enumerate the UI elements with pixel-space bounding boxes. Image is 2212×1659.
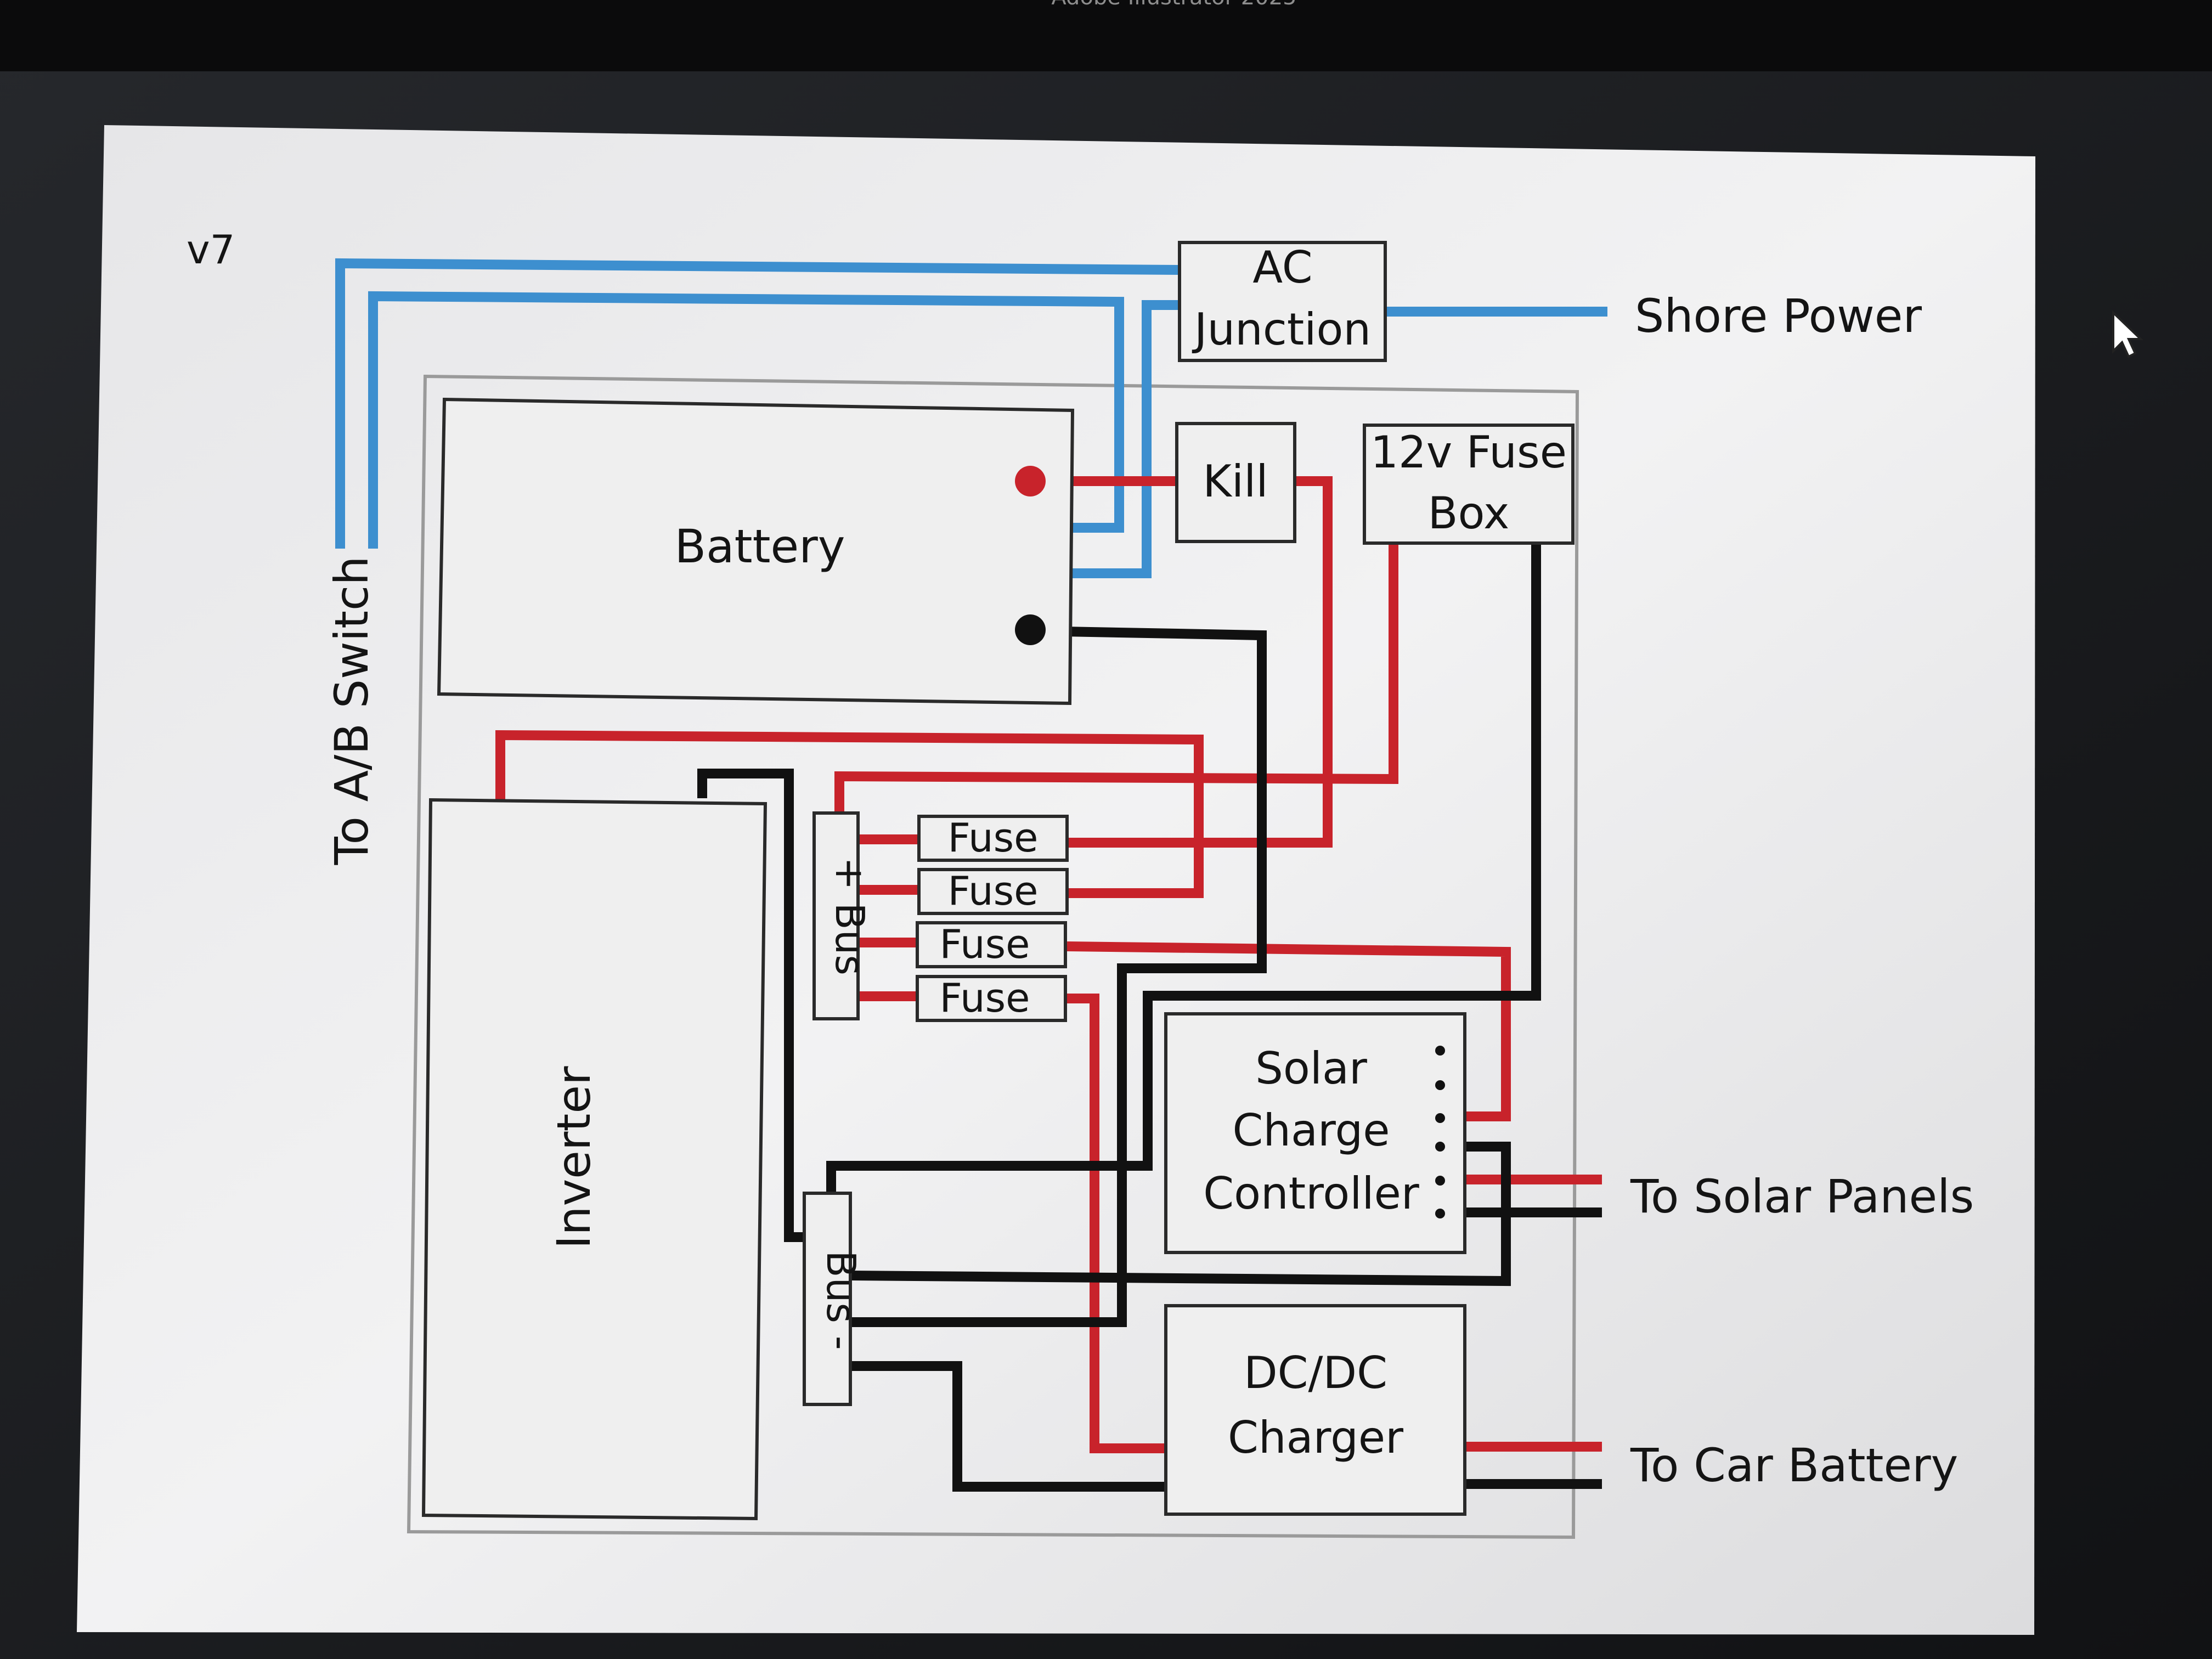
dcdc-charger-label-line1: DC/DC	[1244, 1347, 1387, 1398]
battery: Battery	[437, 397, 1075, 706]
fuse-box: 12v Fuse Box	[1363, 424, 1575, 545]
controller-terminal-dots	[1435, 1046, 1445, 1218]
mouse-cursor-icon	[2112, 310, 2143, 358]
fuse-box-label-line1: 12v Fuse	[1370, 427, 1567, 478]
battery-positive-terminal	[1015, 466, 1046, 496]
solar-controller-label-line3: Controller	[1203, 1168, 1419, 1219]
inverter-positive-wire	[495, 730, 1204, 898]
battery-negative-wire	[850, 626, 1267, 1327]
shore-power-label: Shore Power	[1635, 289, 1922, 343]
positive-bus-bar: + Bus	[812, 811, 873, 1020]
battery-negative-terminal	[1015, 614, 1046, 645]
solar-panels-label: To Solar Panels	[1630, 1170, 1974, 1223]
fuse-1-outline	[917, 815, 1069, 862]
battery-outline	[437, 397, 1075, 706]
negative-bus-outline	[803, 1192, 852, 1406]
car-battery-label: To Car Battery	[1630, 1438, 1958, 1492]
inverter-label: Inverter	[547, 1066, 601, 1249]
inverter-negative-wire	[697, 769, 812, 1242]
ac-wire-inner	[368, 291, 1124, 549]
app-title-bar	[0, 0, 2212, 71]
fuse-2: Fuse	[917, 868, 1069, 915]
cabinet-outline	[407, 374, 1579, 1539]
inverter: Inverter	[421, 798, 768, 1521]
ac-junction-box: AC Junction	[1178, 241, 1387, 362]
kill-switch-outline	[1175, 422, 1296, 543]
fuse-box-label-line2: Box	[1428, 488, 1510, 539]
ac-wire-outer	[335, 258, 1180, 549]
fuse-4-outline	[916, 975, 1067, 1022]
ac-junction-label-line1: AC	[1252, 242, 1312, 293]
dcdc-charger-label-line2: Charger	[1228, 1412, 1403, 1463]
fuse-box-outline	[1363, 424, 1575, 545]
fuse3-to-controller-wire	[1066, 941, 1511, 1121]
fuse-1-label: Fuse	[948, 815, 1039, 861]
fuse4-to-dcdc-wire	[1067, 994, 1166, 1453]
fusebox-positive-wire	[834, 543, 1398, 812]
dcdc-charger: DC/DC Charger	[1164, 1304, 1466, 1516]
fuse-2-outline	[917, 868, 1069, 915]
solar-controller-label-line2: Charge	[1232, 1105, 1390, 1156]
ac-junction-outline	[1178, 241, 1387, 362]
solar-controller-label-line1: Solar	[1255, 1043, 1367, 1094]
negative-bus-bar: Bus -	[803, 1192, 864, 1406]
dcdc-charger-outline	[1164, 1304, 1466, 1516]
solar-charge-controller: Solar Charge Controller	[1164, 1012, 1466, 1254]
battery-label: Battery	[675, 520, 845, 573]
fuse-2-label: Fuse	[948, 868, 1039, 914]
fusebox-negative-wire	[826, 543, 1541, 1196]
fuse-3-outline	[916, 921, 1067, 968]
positive-bus-label: + Bus	[827, 857, 873, 975]
fuse-1: Fuse	[917, 815, 1069, 862]
dcdc-negative-wire	[850, 1361, 1166, 1492]
ab-switch-label: To A/B Switch	[325, 556, 379, 866]
solar-controller-outline	[1164, 1012, 1466, 1254]
fuse-3-label: Fuse	[940, 921, 1030, 967]
ac-junction-label-line2: Junction	[1192, 304, 1371, 355]
version-label: v7	[187, 227, 235, 273]
kill-switch-label: Kill	[1203, 456, 1268, 507]
fuse-4: Fuse	[916, 975, 1067, 1022]
fuse-3: Fuse	[916, 921, 1067, 968]
kill-switch-box: Kill	[1175, 422, 1296, 543]
negative-wiring	[697, 543, 1602, 1492]
positive-wiring	[495, 476, 1602, 1453]
inverter-outline	[421, 798, 768, 1521]
ac-wiring	[335, 258, 1607, 578]
app-title: Adobe Illustrator 2025	[1051, 0, 1296, 10]
negative-bus-label: Bus -	[818, 1250, 864, 1350]
positive-bus-outline	[812, 811, 860, 1020]
ac-wire-battery	[1073, 300, 1180, 578]
fuse-4-label: Fuse	[940, 975, 1030, 1021]
